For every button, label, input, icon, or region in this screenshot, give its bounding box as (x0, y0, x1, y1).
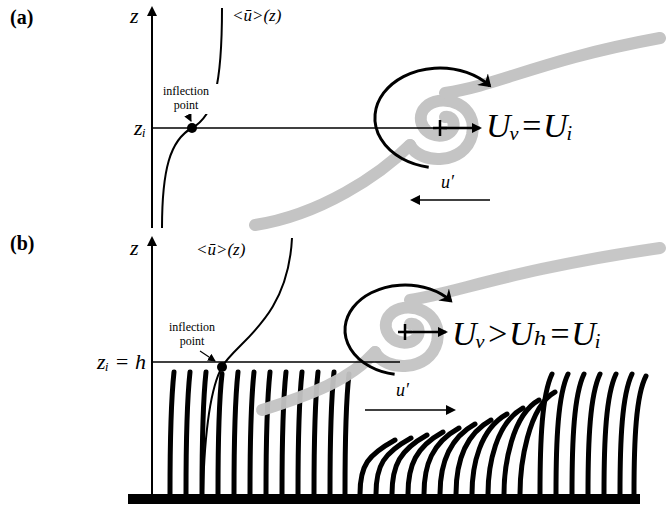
vortex-circulation (375, 68, 490, 167)
fluctuation-arrow (365, 409, 454, 411)
vortex-band-curl (375, 307, 438, 366)
profile-label: <ū>(z) (196, 240, 245, 260)
leader-arrow (200, 351, 215, 361)
annotation: inflection point (154, 84, 218, 114)
fluctuation-arrow (412, 199, 490, 201)
plant-stem (234, 372, 238, 494)
z-axis (151, 8, 153, 228)
panel-label: (a) (10, 6, 33, 29)
profile-label: <ū>(z) (232, 6, 281, 26)
ground-bar (128, 494, 640, 504)
inflection-dot (217, 362, 227, 372)
velocity-label: Uᵥ=Uᵢ (486, 106, 573, 145)
plant-stem (266, 372, 270, 494)
axis-label: z (130, 3, 139, 28)
plant-stem (186, 372, 190, 494)
panel-label: (b) (10, 232, 34, 255)
plant-stem (556, 374, 568, 494)
canopy (170, 372, 646, 494)
plant-stem (604, 374, 616, 494)
plant-stem (520, 392, 555, 494)
vortex-band-arm (445, 38, 660, 93)
velocity-profile (162, 8, 222, 228)
z-axis (151, 238, 153, 494)
plant-stem (588, 374, 600, 494)
vortex-circulation (345, 285, 451, 374)
plant-stem (345, 374, 349, 494)
vortex-band-arm (410, 248, 660, 300)
plant-stem (250, 372, 254, 494)
plant-stem (170, 372, 174, 494)
vortex-band-curl (410, 100, 473, 159)
leader-arrow (188, 115, 191, 121)
vortex-band-tail (255, 145, 410, 225)
annotation: inflection point (160, 320, 224, 350)
fluctuation-label: u′ (396, 380, 409, 401)
plant-stem (540, 374, 552, 494)
velocity-label: Uᵥ>Uₕ=Uᵢ (452, 314, 601, 353)
advection-arrow (405, 331, 446, 334)
fluctuation-label: u′ (441, 172, 454, 193)
plant-stem (218, 374, 222, 494)
height-label: zᵢ = h (97, 349, 146, 374)
axis-label: z (130, 235, 139, 260)
advection-arrow (440, 127, 480, 130)
inflection-dot (187, 123, 197, 133)
plant-stem (634, 376, 646, 494)
velocity-profile (203, 238, 292, 492)
height-label: zᵢ (134, 115, 146, 140)
plant-stem (572, 374, 584, 494)
plant-stem (620, 374, 632, 494)
vortex-band (255, 38, 660, 225)
vortex-band-tail (262, 352, 375, 410)
plant-stem (282, 372, 286, 494)
vortex-band (262, 248, 660, 410)
